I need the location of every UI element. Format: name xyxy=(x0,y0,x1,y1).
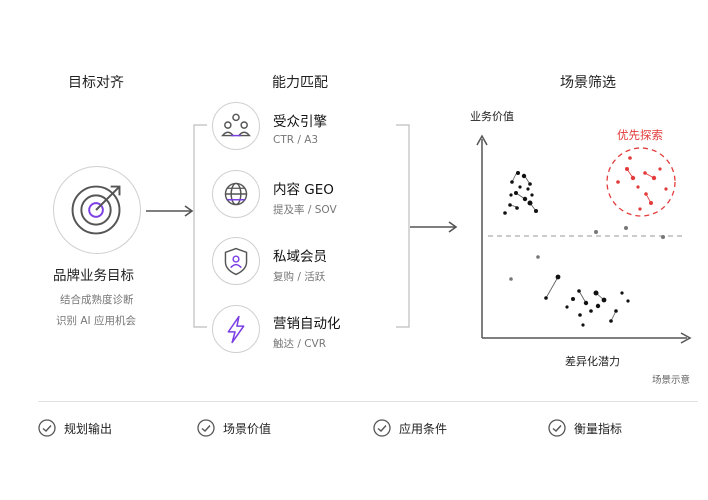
priority-circle xyxy=(606,147,676,217)
footer-label: 衡量指标 xyxy=(574,421,623,436)
capability-metrics: 复购 / 活跃 xyxy=(273,271,326,283)
lightning-icon xyxy=(227,315,245,344)
cluster-priority xyxy=(616,156,668,211)
check-circle-icon xyxy=(38,419,56,437)
arrow-right-icon xyxy=(146,205,194,217)
capability-title: 受众引擎 xyxy=(273,114,327,130)
capability-metrics: 提及率 / SOV xyxy=(273,204,337,216)
x-axis-arrow xyxy=(680,332,692,344)
check-circle-icon xyxy=(197,419,215,437)
capability-metrics: 触达 / CVR xyxy=(273,338,327,350)
scene-scatter-chart xyxy=(476,134,692,344)
y-axis-arrow xyxy=(476,134,488,146)
footer-item-scene-value: 场景价值 xyxy=(197,418,271,438)
goal-line-2: 识别 AI 应用机会 xyxy=(56,315,136,327)
cluster-top-left xyxy=(503,171,538,215)
capability-metrics: CTR / A3 xyxy=(273,134,319,146)
cluster-bottom-right xyxy=(544,274,630,327)
points-middle xyxy=(509,226,665,281)
target-icon xyxy=(71,185,121,235)
left-bracket xyxy=(193,124,207,328)
capability-member-icon-circle xyxy=(212,237,260,285)
chart-caption: 场景示意 xyxy=(652,375,691,386)
footer-divider xyxy=(38,401,698,402)
priority-label: 优先探索 xyxy=(617,128,663,142)
goal-title: 品牌业务目标 xyxy=(53,268,134,284)
capability-geo-icon-circle xyxy=(212,170,260,218)
footer-item-planning-output: 规划输出 xyxy=(38,418,112,438)
footer-item-measurement-metrics: 衡量指标 xyxy=(548,418,622,438)
scene-column-title: 场景筛选 xyxy=(560,75,616,91)
goal-line-1: 结合成熟度诊断 xyxy=(60,294,134,306)
capability-title: 营销自动化 xyxy=(273,316,341,332)
y-axis-label: 业务价值 xyxy=(470,110,514,123)
capability-title: 内容 GEO xyxy=(273,182,334,198)
x-axis-label: 差异化潜力 xyxy=(565,355,620,368)
footer-label: 场景价值 xyxy=(223,421,272,436)
shield-user-icon xyxy=(224,247,248,276)
target-icon-circle xyxy=(53,166,141,254)
capability-title: 私域会员 xyxy=(273,249,327,265)
footer-label: 应用条件 xyxy=(399,421,448,436)
check-circle-icon xyxy=(373,419,391,437)
capability-audience-icon-circle xyxy=(212,102,260,150)
audience-icon xyxy=(221,113,251,137)
right-bracket xyxy=(396,124,410,328)
check-circle-icon xyxy=(548,419,566,437)
globe-icon xyxy=(224,182,248,206)
capability-automation-icon-circle xyxy=(212,305,260,353)
goal-column-title: 目标对齐 xyxy=(68,75,124,91)
capability-column-title: 能力匹配 xyxy=(272,75,328,91)
arrow-right-icon xyxy=(410,221,458,233)
footer-label: 规划输出 xyxy=(64,421,113,436)
footer-item-application-conditions: 应用条件 xyxy=(373,418,447,438)
